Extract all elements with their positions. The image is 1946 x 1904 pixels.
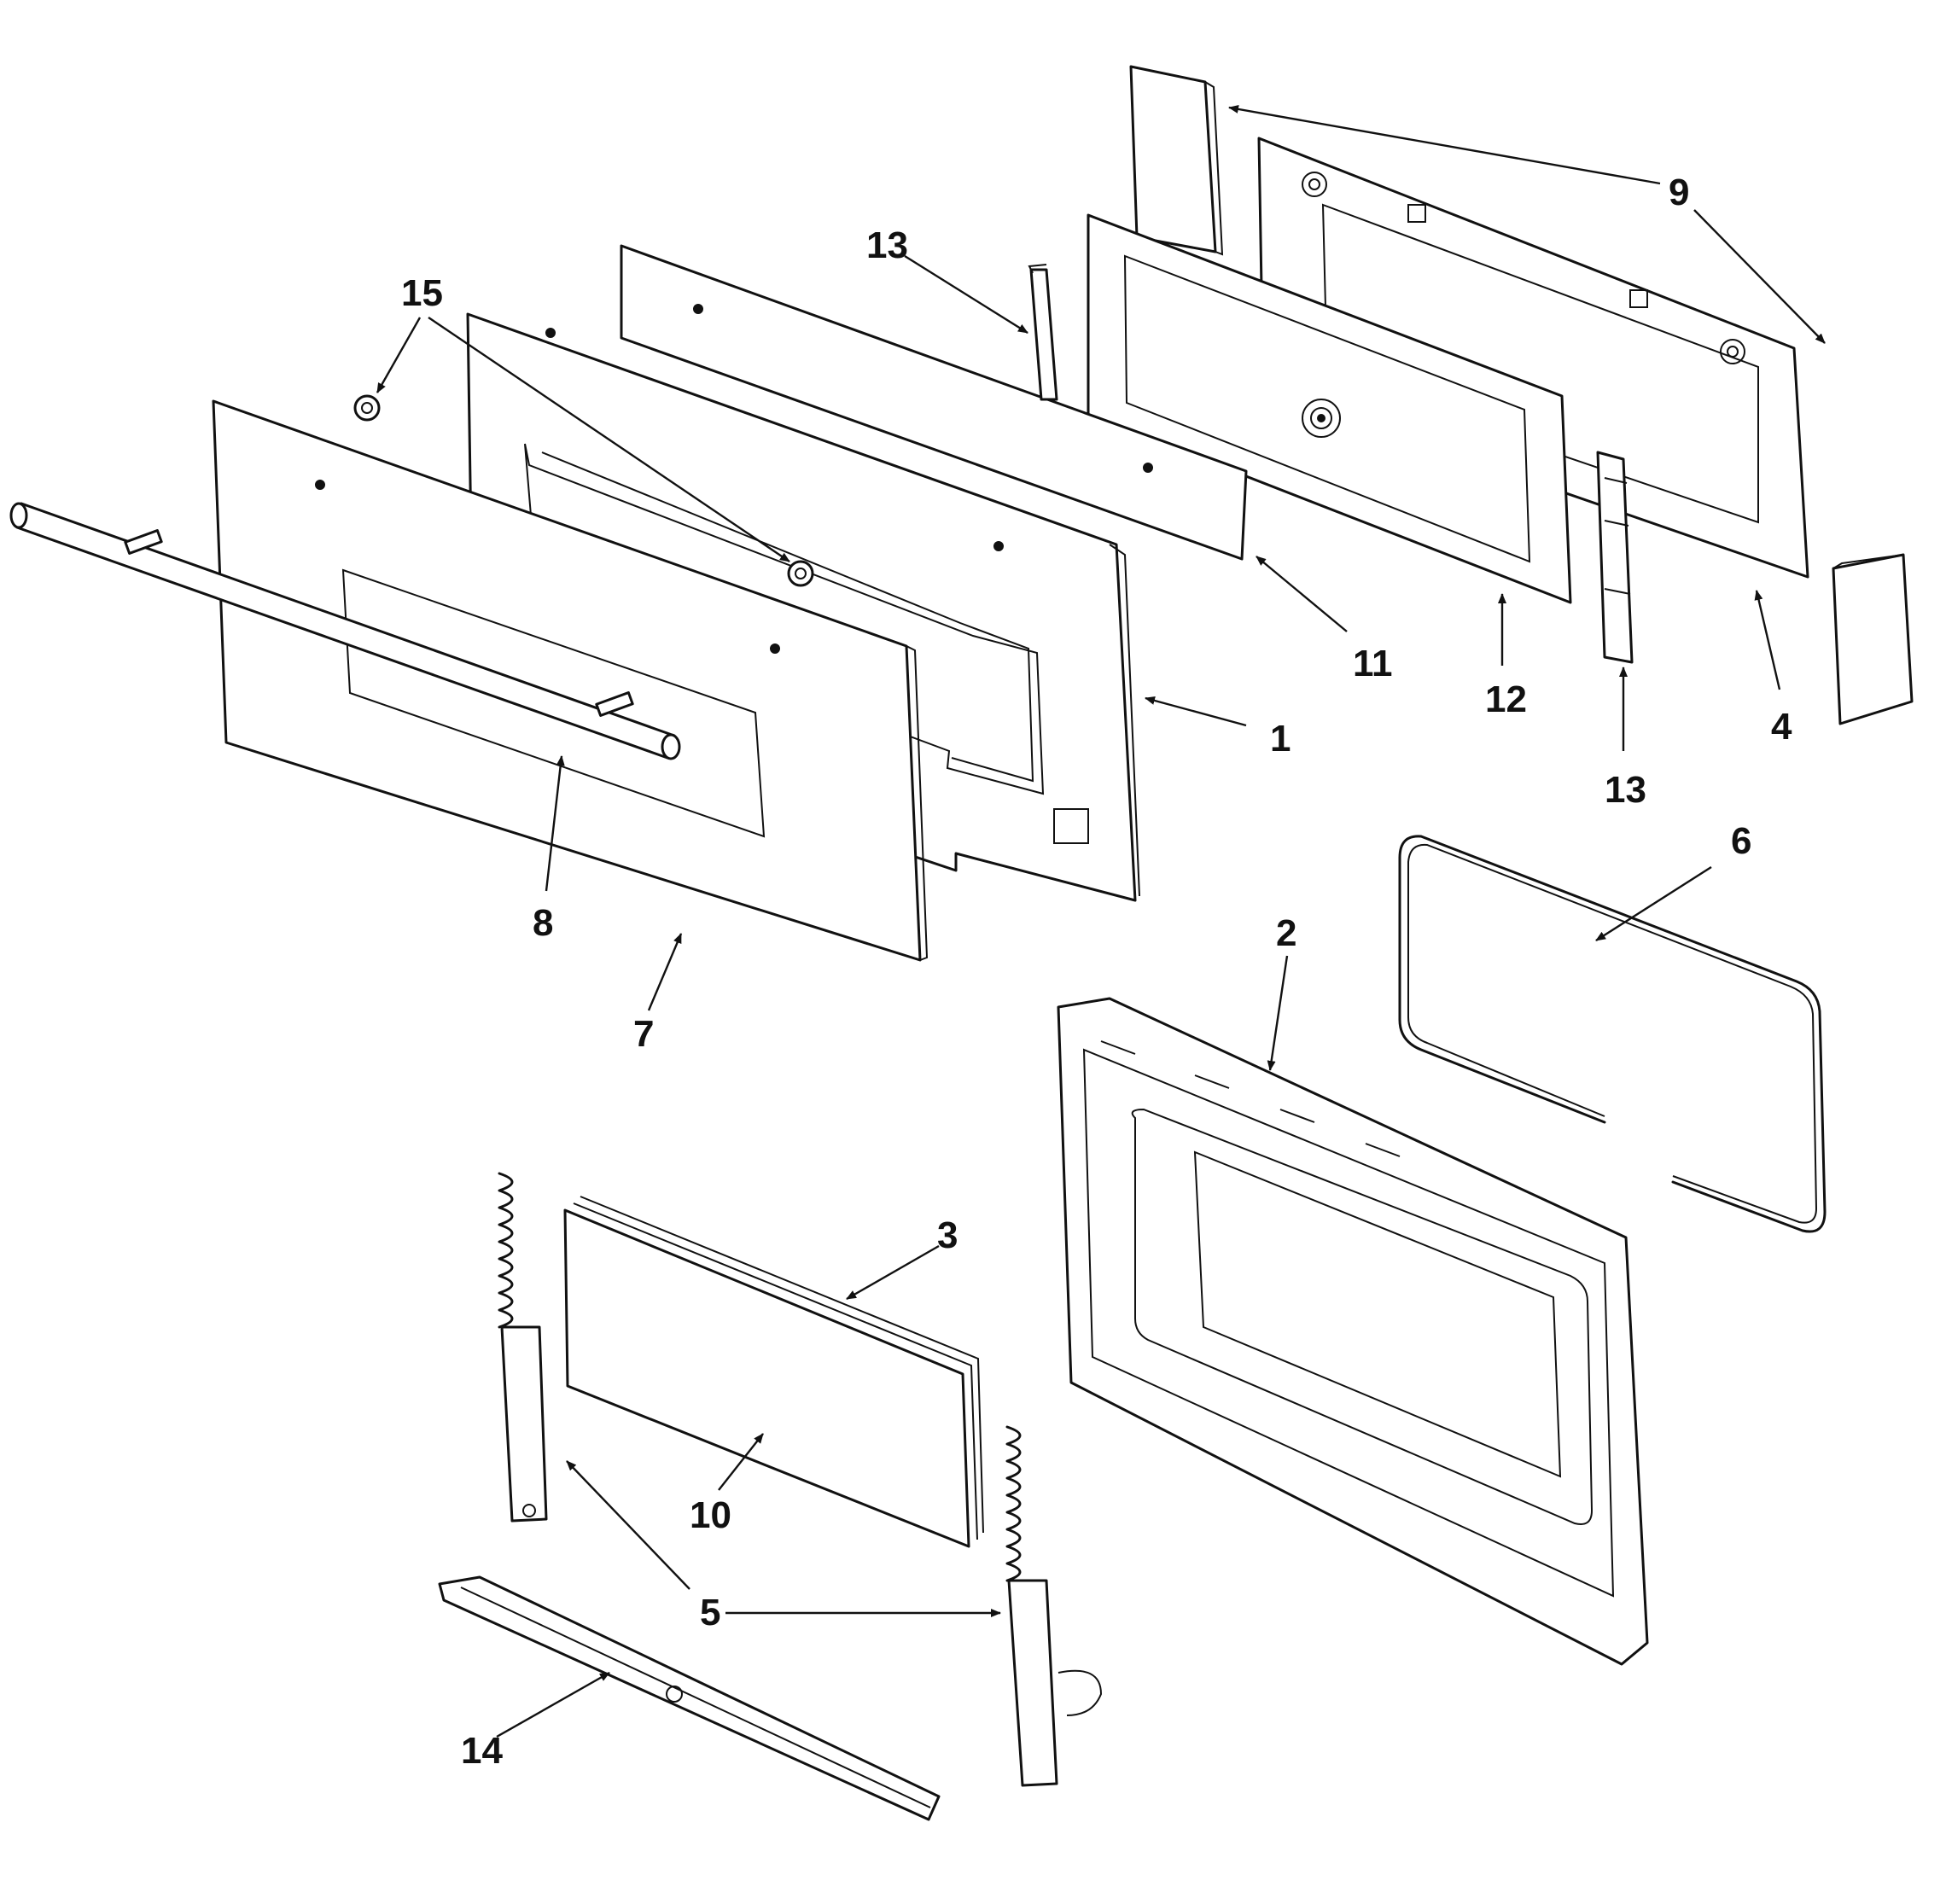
callout-8: 8	[533, 902, 553, 944]
leader-9-right	[1693, 209, 1826, 344]
part-11-heat-shield	[620, 244, 1248, 561]
leader-7	[647, 933, 683, 1011]
callout-12: 12	[1485, 678, 1527, 720]
callout-13-upper: 13	[866, 224, 908, 266]
part-2-door-liner	[1057, 997, 1649, 1666]
part-5-hinge-left	[498, 1172, 548, 1523]
leader-13-upper	[904, 254, 1028, 335]
part-3-window-glass	[563, 1196, 984, 1548]
callout-4: 4	[1771, 706, 1792, 748]
part-9-left-trim	[1129, 65, 1224, 256]
callout-13-lower: 13	[1605, 769, 1646, 811]
part-6-door-gasket	[1398, 835, 1827, 1233]
leader-5-left	[566, 1460, 690, 1590]
part-13-upper-bracket	[1028, 264, 1058, 401]
leader-lines	[376, 104, 1826, 1738]
part-8-handle	[9, 502, 681, 760]
part-13-lower-bracket	[1596, 451, 1634, 664]
leader-14	[496, 1671, 610, 1738]
leader-3	[846, 1244, 940, 1301]
leader-15-left	[376, 317, 422, 393]
callout-7: 7	[633, 1013, 654, 1055]
leader-11	[1256, 556, 1348, 632]
leader-6	[1595, 865, 1712, 942]
leader-8	[545, 755, 565, 892]
leader-10	[718, 1433, 764, 1491]
callout-6: 6	[1731, 820, 1751, 862]
part-5-hinge-right	[1005, 1425, 1103, 1787]
callout-1: 1	[1270, 718, 1291, 760]
leader-9-left	[1228, 104, 1661, 185]
callout-10: 10	[690, 1494, 731, 1536]
leader-1	[1145, 696, 1247, 727]
part-14-kick-plate	[438, 1575, 941, 1821]
callout-5: 5	[700, 1592, 720, 1633]
leader-15-right	[428, 317, 790, 562]
leader-2	[1267, 955, 1289, 1071]
part-12-glass-frame	[1087, 213, 1572, 604]
callout-15: 15	[401, 272, 443, 314]
part-15-screw-right	[787, 560, 814, 587]
part-9-right-trim	[1832, 553, 1914, 725]
callout-labels: 9 13 15 11 12 4 1 13 6 8 2 7 3 10 5 14	[401, 172, 1792, 1772]
callout-14: 14	[461, 1730, 503, 1772]
leader-4	[1754, 590, 1781, 690]
part-15-screw-left	[353, 394, 381, 422]
callout-2: 2	[1276, 912, 1296, 954]
callout-9: 9	[1669, 172, 1689, 213]
callout-11: 11	[1353, 643, 1393, 684]
callout-3: 3	[937, 1214, 958, 1256]
part-7-outer-door	[212, 399, 929, 962]
